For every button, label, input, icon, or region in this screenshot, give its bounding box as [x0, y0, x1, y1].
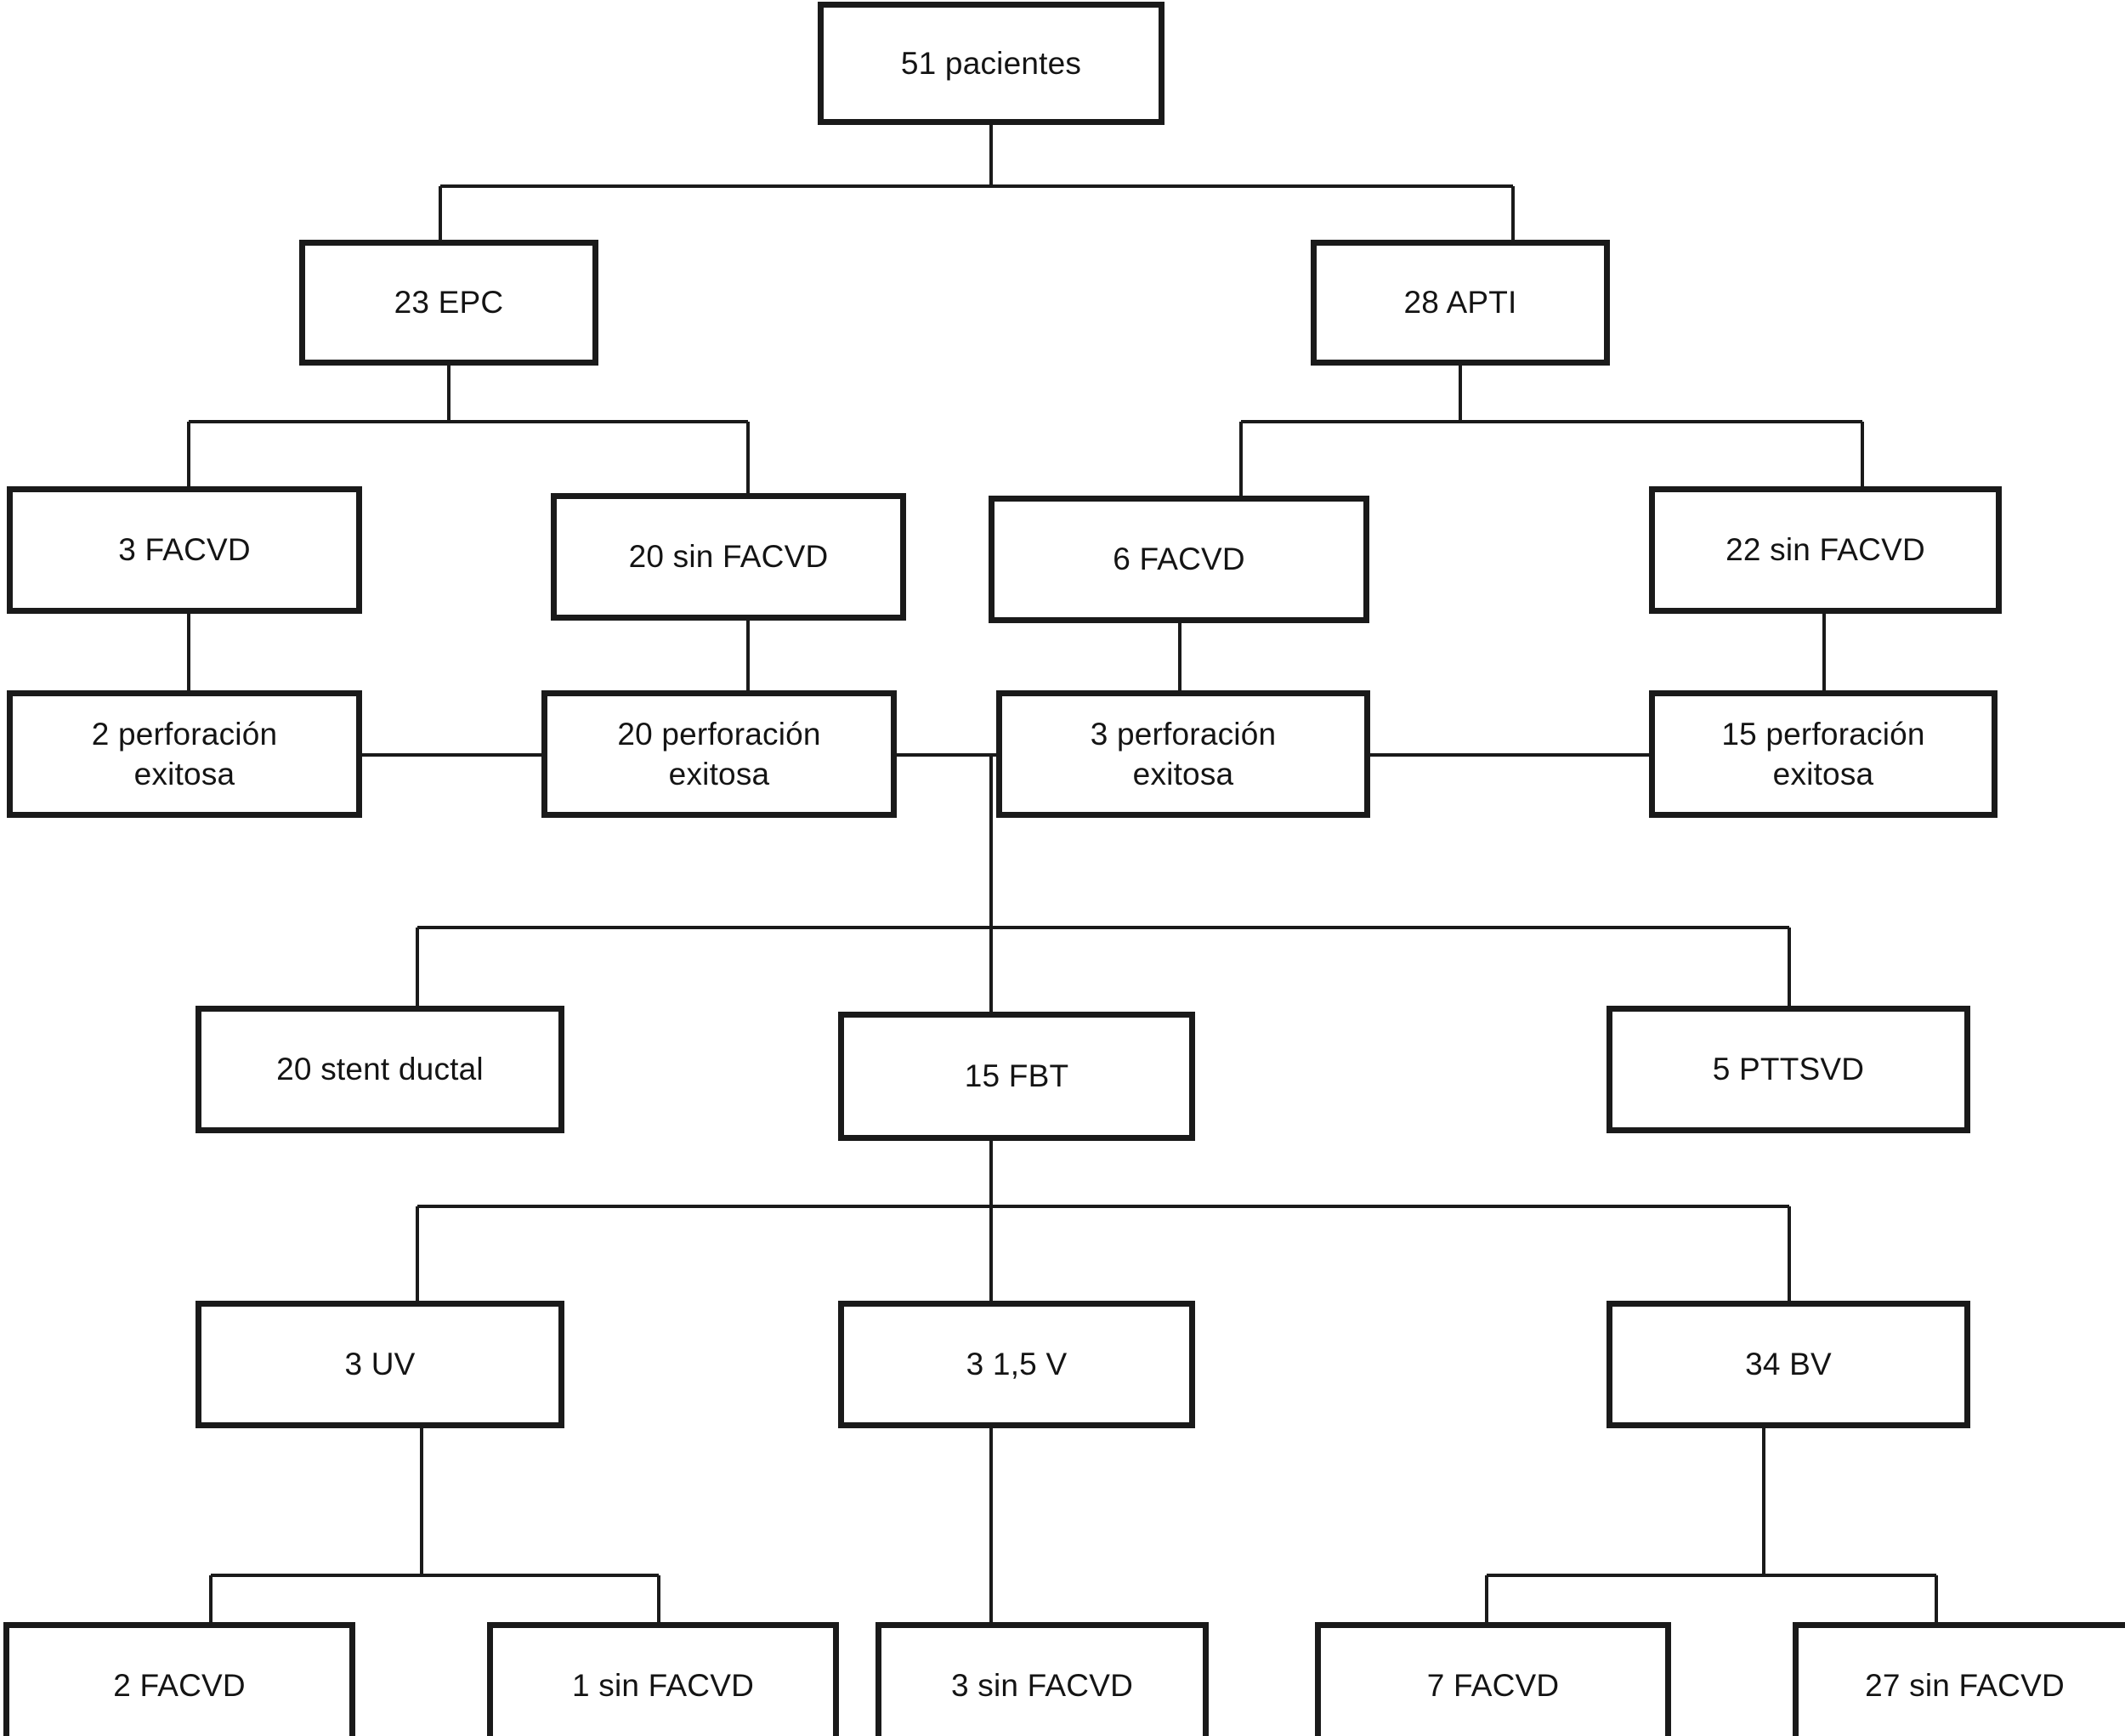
- node-label-epc-facvd: 3 FACVD: [118, 532, 251, 568]
- node-epc-sin-facvd[interactable]: 20 sin FACVD: [551, 493, 906, 621]
- node-label-apti-sin-facvd: 22 sin FACVD: [1726, 532, 1925, 568]
- node-bv[interactable]: 34 BV: [1606, 1301, 1970, 1428]
- node-uv-facvd[interactable]: 2 FACVD: [3, 1622, 355, 1736]
- node-label-v15: 3 1,5 V: [966, 1347, 1068, 1382]
- node-label-pttsvd: 5 PTTSVD: [1712, 1052, 1865, 1087]
- node-label-uv-sin-facvd: 1 sin FACVD: [572, 1668, 754, 1704]
- node-uv-sin-facvd[interactable]: 1 sin FACVD: [487, 1622, 839, 1736]
- node-perf-3[interactable]: 3 perforación exitosa: [996, 690, 1370, 818]
- node-apti-sin-facvd[interactable]: 22 sin FACVD: [1649, 486, 2002, 614]
- node-perf-20[interactable]: 20 perforación exitosa: [541, 690, 897, 818]
- node-label-fbt: 15 FBT: [964, 1058, 1069, 1094]
- node-epc-facvd[interactable]: 3 FACVD: [7, 486, 362, 614]
- node-label-apti-facvd: 6 FACVD: [1113, 542, 1245, 577]
- node-stent[interactable]: 20 stent ductal: [196, 1006, 564, 1133]
- node-label-bv-facvd: 7 FACVD: [1426, 1668, 1560, 1704]
- node-label-perf-3: 3 perforación exitosa: [1090, 716, 1277, 791]
- node-root[interactable]: 51 pacientes: [818, 2, 1164, 125]
- node-v15-sin-facvd[interactable]: 3 sin FACVD: [876, 1622, 1209, 1736]
- node-label-perf-2: 2 perforación exitosa: [91, 716, 278, 791]
- node-uv[interactable]: 3 UV: [196, 1301, 564, 1428]
- node-label-perf-20: 20 perforación exitosa: [617, 716, 821, 791]
- node-apti[interactable]: 28 APTI: [1311, 240, 1610, 366]
- node-fbt[interactable]: 15 FBT: [838, 1012, 1195, 1141]
- node-bv-sin-facvd[interactable]: 27 sin FACVD: [1793, 1622, 2125, 1736]
- node-label-bv: 34 BV: [1745, 1347, 1832, 1382]
- node-label-epc-sin-facvd: 20 sin FACVD: [628, 539, 829, 575]
- node-label-v15-sin-facvd: 3 sin FACVD: [951, 1668, 1133, 1704]
- node-perf-15[interactable]: 15 perforación exitosa: [1649, 690, 1998, 818]
- node-label-bv-sin-facvd: 27 sin FACVD: [1865, 1668, 2065, 1704]
- node-v15[interactable]: 3 1,5 V: [838, 1301, 1195, 1428]
- node-label-apti: 28 APTI: [1403, 285, 1517, 321]
- node-bv-facvd[interactable]: 7 FACVD: [1315, 1622, 1671, 1736]
- node-label-perf-15: 15 perforación exitosa: [1721, 716, 1925, 791]
- node-epc[interactable]: 23 EPC: [299, 240, 598, 366]
- node-apti-facvd[interactable]: 6 FACVD: [989, 496, 1369, 623]
- node-label-uv-facvd: 2 FACVD: [113, 1668, 246, 1704]
- node-label-uv: 3 UV: [344, 1347, 416, 1382]
- node-pttsvd[interactable]: 5 PTTSVD: [1606, 1006, 1970, 1133]
- node-perf-2[interactable]: 2 perforación exitosa: [7, 690, 362, 818]
- node-label-root: 51 pacientes: [900, 45, 1082, 81]
- node-label-stent: 20 stent ductal: [276, 1052, 484, 1087]
- node-label-epc: 23 EPC: [394, 285, 504, 321]
